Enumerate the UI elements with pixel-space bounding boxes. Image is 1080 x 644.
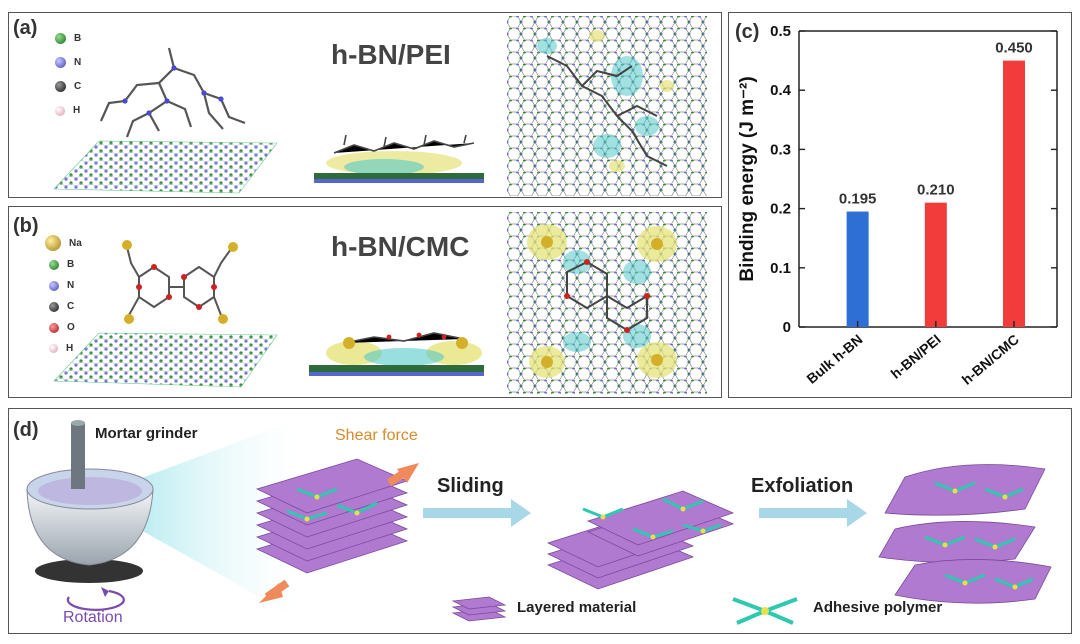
y-tick-label: 0 (783, 319, 791, 336)
panel-a-label: (a) (13, 17, 38, 39)
mortar-grinder-illustration (26, 419, 299, 619)
panel-b-label: (b) (13, 215, 39, 237)
sliding-sheets (546, 490, 735, 590)
pestle (71, 423, 85, 489)
rotation-arrow-icon (66, 589, 125, 611)
bar-value-label: 0.195 (839, 191, 877, 208)
y-tick-label: 0.2 (770, 201, 791, 218)
legend-item-c: C (55, 81, 81, 92)
exfoliated-sheets (878, 464, 1052, 604)
legend-label: C (67, 301, 75, 312)
adhesive-polymer-legend-icon (732, 597, 798, 625)
layered-material-legend-icon (451, 596, 507, 622)
cmc-on-hbn-perspective-model (53, 240, 278, 388)
boron-atom-icon (55, 33, 66, 44)
legend-label: O (67, 322, 75, 333)
sodium-atom-icon (45, 235, 61, 251)
legend-item-c: C (49, 301, 74, 312)
exfoliation-arrow (759, 499, 867, 527)
x-tick-label: h-BN/PEI (888, 331, 944, 382)
hydrogen-atom-icon (55, 105, 65, 116)
step-exfoliation-label: Exfoliation (751, 475, 854, 497)
bar-h-bn-pei (924, 202, 947, 327)
legend-layered-label: Layered material (517, 599, 637, 616)
carbon-atom-icon (49, 301, 59, 312)
pei-on-hbn-perspective-model (53, 47, 278, 194)
legend-item-n: N (49, 280, 74, 291)
bar-value-label: 0.450 (995, 40, 1033, 57)
rotation-label: Rotation (63, 609, 123, 626)
x-tick-label: h-BN/CMC (959, 331, 1022, 388)
shear-force-arrow (259, 463, 419, 603)
bar-bulk-h-bn (846, 211, 869, 327)
legend-label: Na (69, 237, 82, 249)
panel-d-label: (d) (13, 419, 39, 441)
bar-value-label: 0.210 (917, 182, 955, 199)
legend-item-b: B (55, 33, 81, 44)
step-sliding-label: Sliding (437, 475, 504, 497)
legend-item-b: B (49, 259, 74, 270)
mortar-bowl (26, 488, 154, 566)
panel-a-title: h-BN/PEI (331, 39, 451, 70)
y-tick-label: 0.4 (770, 82, 792, 99)
legend-label: N (74, 57, 82, 68)
legend-item-h: H (55, 105, 80, 116)
legend-item-n: N (55, 57, 81, 68)
panel-a: (a) B N C H h-BN/PEI (8, 12, 722, 198)
legend-item-h: H (49, 343, 73, 354)
layered-material-stack (255, 458, 409, 574)
pei-on-hbn-side-view (314, 134, 484, 183)
legend-label: C (74, 81, 82, 92)
panel-b: (b) Na B N C O H h-BN/CMC (8, 206, 722, 398)
legend-label: H (66, 343, 74, 354)
panel-b-title: h-BN/CMC (331, 231, 470, 262)
legend-item-o: O (49, 322, 75, 333)
hydrogen-atom-icon (49, 344, 58, 353)
y-tick-label: 0.5 (770, 23, 791, 40)
y-tick-label: 0.3 (770, 141, 791, 158)
legend-polymer-label: Adhesive polymer (813, 599, 943, 616)
nitrogen-atom-icon (49, 280, 59, 291)
panel-d: (d) Mortar grinder Rotation (8, 408, 1072, 634)
legend-label: H (73, 105, 81, 116)
cmc-on-hbn-side-view (309, 332, 484, 376)
mortar-grinder-label: Mortar grinder (95, 425, 198, 442)
oxygen-atom-icon (49, 322, 59, 333)
panel-c-label: (c) (735, 21, 760, 43)
legend-label: B (74, 33, 82, 44)
bar-h-bn-cmc (1003, 60, 1025, 327)
nitrogen-atom-icon (55, 57, 66, 68)
pei-on-hbn-top-view (507, 16, 707, 196)
y-axis-label: Binding energy (J m⁻²) (737, 76, 758, 281)
carbon-atom-icon (55, 81, 66, 92)
cmc-on-hbn-top-view (507, 212, 707, 394)
y-tick-label: 0.1 (770, 260, 791, 277)
mortar-base (35, 559, 143, 583)
legend-label: B (67, 259, 75, 270)
x-tick-label: Bulk h-BN (803, 331, 865, 387)
sliding-arrow (423, 499, 531, 527)
shear-force-label: Shear force (335, 427, 418, 444)
boron-atom-icon (49, 259, 59, 270)
legend-item-na: Na (45, 235, 82, 251)
legend-label: N (67, 280, 75, 291)
panel-c: (c) Binding energy (J m⁻²) 0 0.1 0.2 0.3 0.4… (728, 12, 1072, 398)
binding-energy-bar-chart: Binding energy (J m⁻²) 0 0.1 0.2 0.3 0.4 0.5 0… (737, 23, 1058, 388)
zoom-beam (139, 419, 299, 619)
